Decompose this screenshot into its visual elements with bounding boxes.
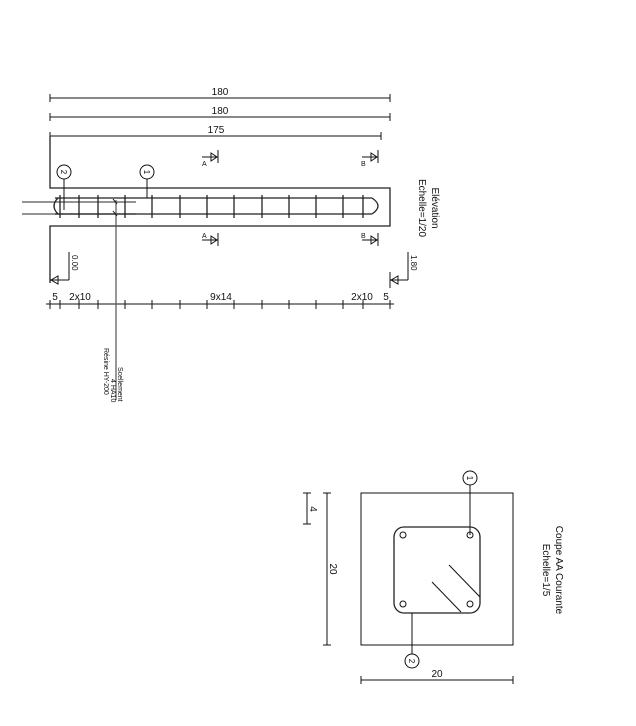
section-mark-b-bottom: B: [361, 233, 379, 246]
dimension-label: 180: [212, 87, 229, 98]
section-mark-a-bottom: A: [202, 233, 219, 246]
section-dimension-cover: 4: [303, 492, 318, 525]
section-bar-mark-2: 2: [404, 613, 420, 669]
section-label: B: [361, 161, 366, 168]
level-label: 0.00: [70, 255, 79, 271]
note-line: Résine HY-200: [102, 348, 109, 395]
dimension-180-second: 180: [49, 106, 391, 121]
section-title: Coupe AA Courante Echelle=1/5: [540, 526, 564, 615]
dimension-label: 175: [208, 125, 225, 136]
dimension-label: 4: [307, 506, 318, 512]
spacing-label: 2x10: [69, 292, 91, 303]
view-title: Elévation: [429, 187, 440, 228]
bar-mark-2: 2: [56, 164, 72, 210]
stirrup-hooks: [431, 564, 481, 613]
section-bar-mark-1: 1: [462, 470, 478, 535]
spacing-label: 5: [52, 292, 58, 303]
bar-section: [466, 600, 474, 608]
bar-mark-label: 2: [407, 659, 416, 664]
level-1-80: 1.80: [389, 252, 418, 288]
bar-section: [399, 531, 407, 539]
note-line: Scellement: [116, 367, 123, 402]
stirrup-section: [393, 526, 481, 614]
spacing-label: 9x14: [210, 292, 232, 303]
bar-mark-label: 1: [142, 170, 151, 175]
elevation-view: 180 180 175 A: [22, 87, 440, 402]
note-line: 4 HA10: [109, 379, 116, 402]
level-0-00: 0.00: [49, 252, 79, 285]
bar-section: [399, 600, 407, 608]
rebar-longitudinal: [22, 197, 379, 215]
section-label: A: [202, 161, 207, 168]
section-view: 1 2 20 4 20 Coupe AA Courante Echelle=1/…: [303, 470, 564, 684]
bar-mark-label: 1: [465, 476, 474, 481]
stirrup-spacing-dimension: 5 2x10 9x14 2x10 5: [46, 292, 394, 309]
elevation-title: Elévation Echelle=1/20: [416, 179, 440, 238]
level-label: 1.80: [409, 255, 418, 271]
section-dimension-height: 20: [323, 492, 338, 646]
bar-mark-label: 2: [59, 170, 68, 175]
view-title: Coupe AA Courante: [553, 526, 564, 615]
dimension-label: 20: [431, 669, 443, 680]
stirrups: [59, 195, 364, 218]
dimension-180-top: 180: [49, 87, 391, 102]
dimension-label: 180: [212, 106, 229, 117]
view-scale: Echelle=1/5: [540, 544, 551, 597]
view-scale: Echelle=1/20: [416, 179, 427, 238]
beam-outline: [49, 136, 391, 283]
section-label: B: [361, 233, 366, 240]
dimension-label: 20: [327, 563, 338, 575]
section-label: A: [202, 233, 207, 240]
spacing-label: 2x10: [351, 292, 373, 303]
dimension-175: 175: [49, 125, 382, 140]
section-outline: [360, 492, 514, 646]
section-mark-a-top: A: [202, 150, 219, 168]
bar-mark-1: 1: [139, 164, 155, 198]
section-dimension-width: 20: [360, 669, 514, 684]
spacing-label: 5: [383, 292, 389, 303]
section-mark-b-top: B: [361, 150, 379, 168]
anchorage-note: Scellement 4 HA10 Résine HY-200: [102, 198, 123, 402]
